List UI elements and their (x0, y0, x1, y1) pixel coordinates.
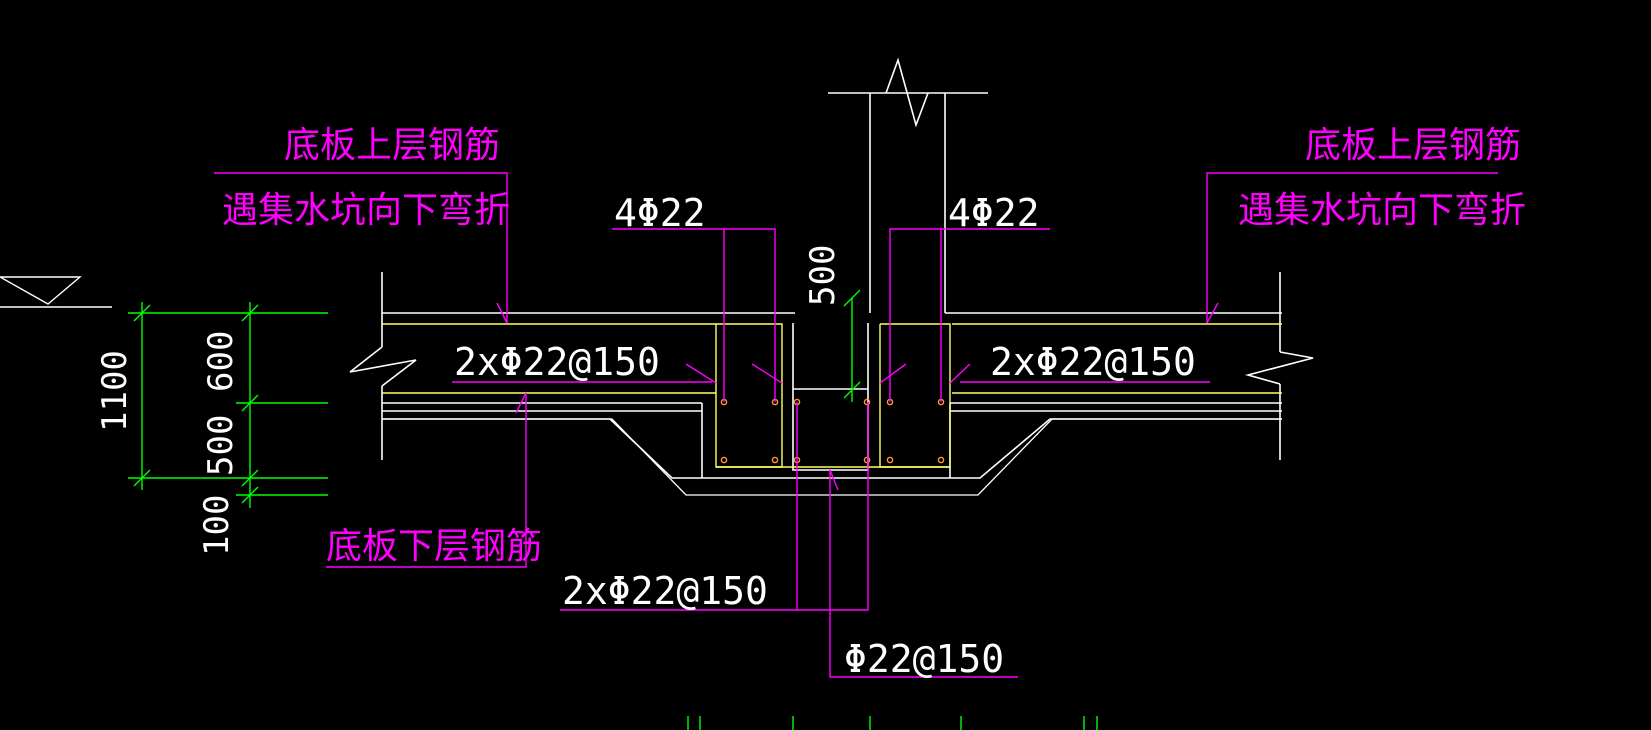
label-top-rebar-left-2: 遇集水坑向下弯折 (222, 190, 510, 231)
rebar-dot (863, 456, 871, 464)
rebar-dots (720, 398, 945, 464)
dim-tick (843, 381, 861, 399)
dim-tick (241, 469, 259, 487)
label-bottom-rebar: 底板下层钢筋 (326, 526, 542, 567)
leader-pit-bars (560, 402, 869, 611)
dim-tick (133, 469, 151, 487)
dimension-lines (128, 289, 1098, 730)
dim-value-middle: 500 (201, 415, 241, 476)
label-4phi22-left: 4Φ22 (614, 191, 706, 235)
rebar-lines (382, 323, 1282, 468)
pit-cavity-floor (792, 389, 869, 471)
label-top-rebar-right-2: 遇集水坑向下弯折 (1238, 190, 1526, 231)
leader-top-rebar-left (214, 172, 508, 323)
label-top-rebar-left-1: 底板上层钢筋 (284, 125, 500, 166)
leader-tick (685, 363, 717, 384)
leader-tick (879, 363, 907, 384)
leader-arrow (829, 469, 839, 491)
leader-pit-bottom (829, 470, 1018, 678)
leader-lines (214, 172, 1498, 678)
rebar-dot (720, 456, 728, 464)
dim-tick (241, 304, 259, 322)
label-pit-bottom-bars: Φ22@150 (844, 637, 1004, 681)
dim-tick (241, 394, 259, 412)
dim-value-wall: 500 (803, 245, 843, 306)
dim-tick (843, 289, 861, 307)
pit-rebar-left-cage (715, 323, 783, 468)
annotation-text: 底板上层钢筋 遇集水坑向下弯折 底板上层钢筋 遇集水坑向下弯折 底板下层钢筋 (222, 125, 1526, 567)
dim-value-lower: 100 (197, 495, 237, 556)
leader-arrow (496, 302, 508, 324)
level-triangle (0, 276, 82, 305)
rebar-dot (863, 398, 871, 406)
leader-top-rebar-right (1206, 172, 1498, 323)
dim-tick (133, 304, 151, 322)
label-slab-bars-right: 2xΦ22@150 (990, 340, 1196, 384)
leader-bottom-rebar (326, 393, 527, 568)
leader-4phi22-left (612, 228, 776, 402)
rebar-dot (771, 456, 779, 464)
rebar-dot (937, 456, 945, 464)
leader-tick (949, 363, 971, 384)
pit-cavity (792, 323, 869, 390)
pit-bottom-inner (382, 418, 1282, 479)
break-symbol-right (1244, 351, 1314, 385)
leader-tick (751, 363, 783, 384)
dim-tick (241, 486, 259, 504)
leader-arrow (1206, 302, 1219, 324)
dimension-text: 1100 600 500 100 500 (95, 245, 843, 556)
leader-4phi22-right (889, 228, 1050, 402)
break-symbol-left (349, 346, 417, 387)
wall-break-symbol (885, 57, 929, 128)
rebar-dot (886, 456, 894, 464)
dim-value-total: 1100 (95, 350, 135, 432)
leader-arrow (515, 392, 527, 414)
dim-value-upper: 600 (201, 331, 241, 392)
label-slab-bars-left: 2xΦ22@150 (454, 340, 660, 384)
label-top-rebar-right-1: 底板上层钢筋 (1305, 125, 1521, 166)
structure-outline (0, 57, 1314, 496)
pit-bottom-outer (382, 418, 1282, 496)
label-4phi22-right: 4Φ22 (948, 191, 1040, 235)
label-text: 4Φ22 4Φ22 2xΦ22@150 2xΦ22@150 2xΦ22@150 … (454, 191, 1196, 681)
label-pit-bars: 2xΦ22@150 (562, 569, 768, 613)
